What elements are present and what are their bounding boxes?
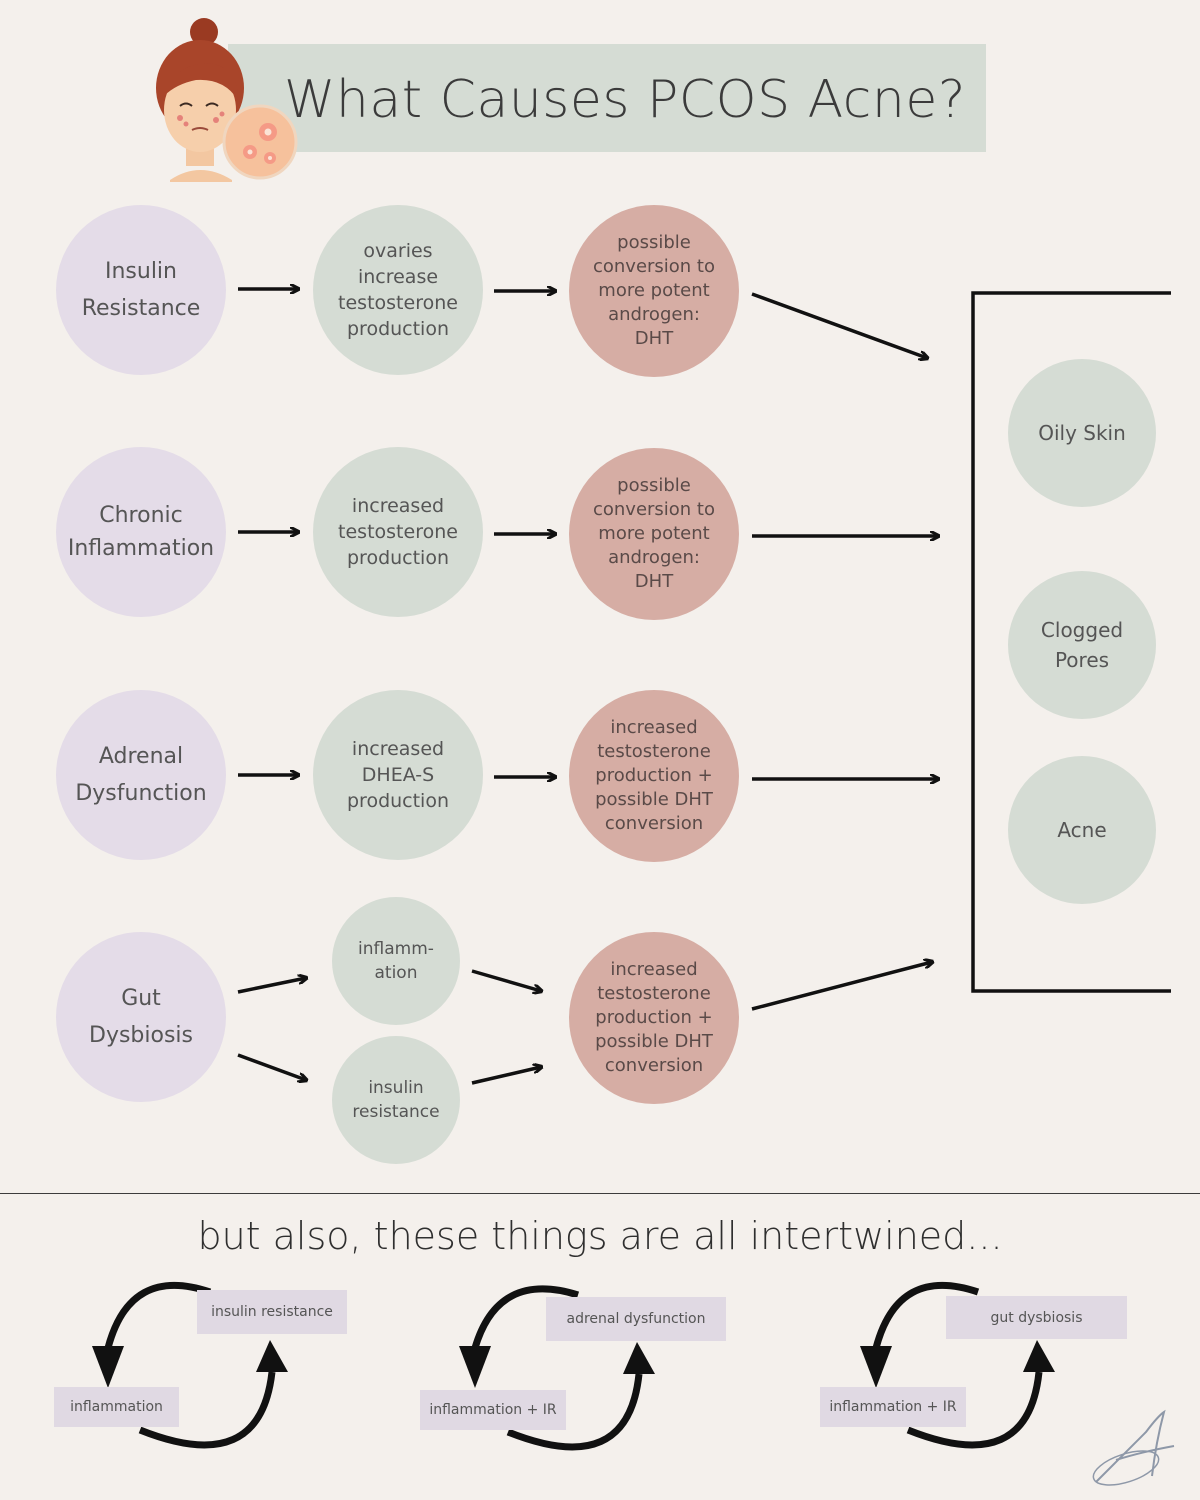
cycle2-bottom-tag: inflammation + IR	[420, 1390, 566, 1430]
arrow-row1-c	[751, 292, 927, 358]
cause-label: Gut Dysbiosis	[89, 986, 193, 1048]
page-title: What Causes PCOS Acne?	[284, 70, 966, 130]
result-circle-testosterone-dht-1: increased testosterone production + poss…	[569, 690, 739, 862]
cycle3-bottom-tag: inflammation + IR	[820, 1387, 966, 1427]
result-circle-dht-1: possible conversion to more potent andro…	[569, 205, 739, 377]
effect-circle-clogged-pores: Clogged Pores	[1008, 571, 1156, 719]
cause-circle-insulin-resistance: Insulin Resistance	[56, 205, 226, 375]
cycle1-bottom-tag: inflammation	[54, 1387, 179, 1427]
effect-label: Acne	[1057, 818, 1107, 842]
cause-circle-adrenal-dysfunction: Adrenal Dysfunction	[56, 690, 226, 860]
mid-circle-inflammation: inflamm- ation	[332, 897, 460, 1025]
arrow-row4-bottom-to-result	[471, 1067, 541, 1085]
cycle1-top-tag: insulin resistance	[197, 1290, 347, 1334]
cause-label: Adrenal Dysfunction	[75, 744, 207, 806]
result-label: increased testosterone production + poss…	[595, 959, 713, 1076]
signature-watermark-icon	[1092, 1409, 1175, 1486]
effect-circle-oily-skin: Oily Skin	[1008, 359, 1156, 507]
cause-label: Insulin Resistance	[81, 259, 201, 321]
cycle3-top-tag: gut dysbiosis	[946, 1296, 1127, 1339]
mid-label: inflamm- ation	[358, 939, 434, 983]
result-label: possible conversion to more potent andro…	[592, 232, 716, 349]
title-bar	[228, 44, 986, 152]
intertwined-heading: but also, these things are all intertwin…	[197, 1214, 1003, 1258]
mid-circle-testosterone: increased testosterone production	[313, 447, 483, 617]
effect-label: Clogged Pores	[1040, 618, 1124, 672]
mid-label: ovaries increase testosterone production	[338, 240, 458, 340]
effect-label: Oily Skin	[1038, 421, 1126, 445]
result-circle-dht-2: possible conversion to more potent andro…	[569, 448, 739, 620]
mid-circle-insulin-resistance: insulin resistance	[332, 1036, 460, 1164]
result-label: possible conversion to more potent andro…	[592, 475, 716, 592]
mid-label: insulin resistance	[352, 1078, 440, 1122]
mid-label: increased DHEA-S production	[346, 738, 450, 812]
arrow-row4-down	[237, 1053, 306, 1080]
cycle2-top-tag: adrenal dysfunction	[546, 1297, 726, 1341]
result-label: increased testosterone production + poss…	[595, 717, 713, 834]
result-circle-testosterone-dht-2: increased testosterone production + poss…	[569, 932, 739, 1104]
cause-circle-gut-dysbiosis: Gut Dysbiosis	[56, 932, 226, 1102]
effect-circle-acne: Acne	[1008, 756, 1156, 904]
arrow-row4-up	[237, 978, 306, 994]
mid-circle-ovaries: ovaries increase testosterone production	[313, 205, 483, 375]
cause-label: Chronic Inflammation	[67, 503, 215, 561]
mid-circle-dhea-s: increased DHEA-S production	[313, 690, 483, 860]
section-divider	[0, 1193, 1200, 1194]
arrow-row4-c	[751, 962, 932, 1011]
cause-circle-chronic-inflammation: Chronic Inflammation	[56, 447, 226, 617]
mid-label: increased testosterone production	[338, 495, 458, 569]
arrow-row4-top-to-result	[471, 969, 541, 991]
